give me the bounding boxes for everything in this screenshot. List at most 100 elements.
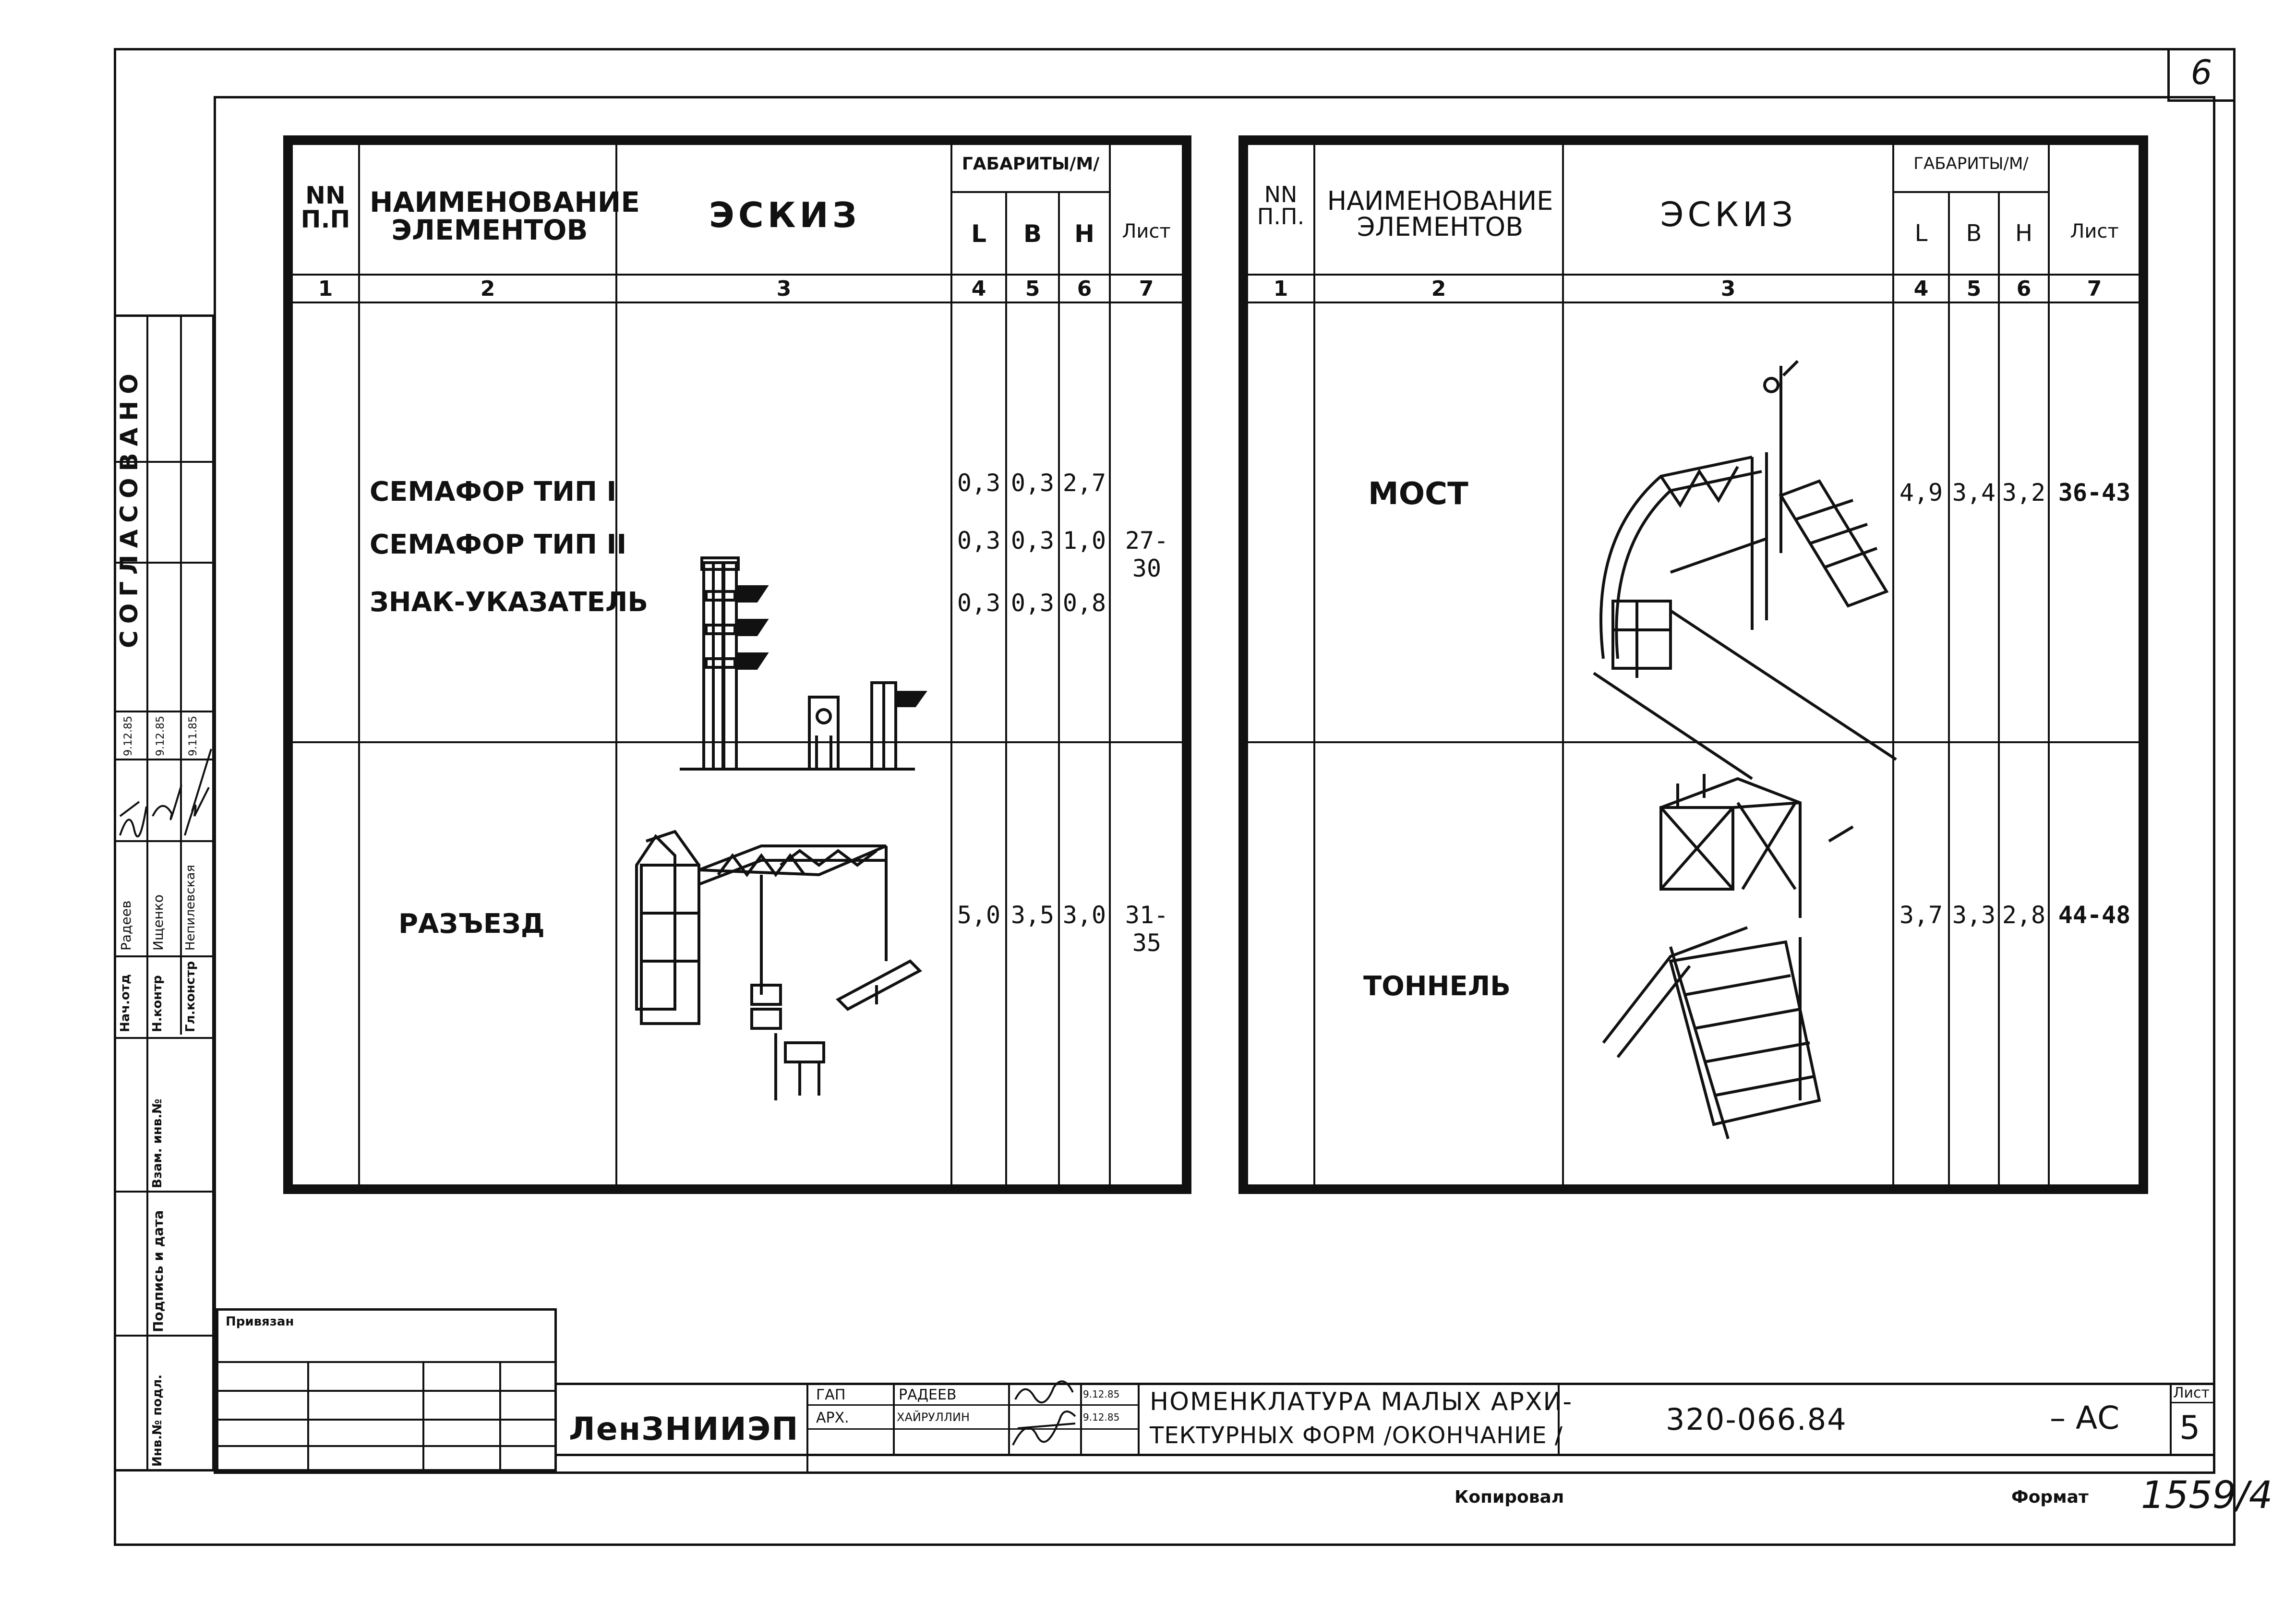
dims-underline: [950, 191, 1109, 193]
dim-h: 3,2: [2002, 479, 2046, 507]
col-number-5: 5: [1966, 277, 1982, 301]
header-name: НАИМЕНОВАНИЕ ЭЛЕМЕНТОВ: [370, 186, 640, 246]
col-number-4: 4: [971, 277, 986, 301]
element-name-semaphore-2: СЕМАФОР ТИП II: [370, 529, 627, 560]
stamp-field-replace: Взам. инв.№: [150, 1098, 165, 1188]
bound-label: Привязан: [226, 1315, 294, 1329]
left-stamp: [114, 314, 215, 1471]
col-divider: [358, 145, 360, 1184]
sketch-semaphores: [680, 556, 927, 771]
col-number-7: 7: [2087, 277, 2102, 301]
sketch-junction: [635, 830, 922, 1100]
left-stamp-hline: [114, 840, 215, 842]
left-stamp-hline: [114, 1335, 215, 1337]
role-gap: ГАП: [816, 1387, 846, 1403]
element-name-junction: РАЗЪЕЗД: [398, 908, 545, 940]
stamp-role-1: Нач.отд: [118, 974, 132, 1032]
element-name-sign: ЗНАК-УКАЗАТЕЛЬ: [370, 587, 649, 618]
tb-vline: [2170, 1383, 2172, 1455]
col-number-1: 1: [318, 277, 333, 301]
header-l: L: [1914, 220, 1928, 247]
name-arch: ХАЙРУЛЛИН: [897, 1411, 970, 1424]
stamp-name-2: Ищенко: [150, 894, 166, 951]
dim-h: 0,8: [1062, 589, 1106, 617]
col-divider: [1109, 145, 1111, 1184]
document-suffix: – АС: [2050, 1399, 2120, 1436]
tb-vline: [1138, 1383, 1140, 1455]
title-line-1: НОМЕНКЛАТУРА МАЛЫХ АРХИ-: [1150, 1387, 1573, 1416]
dim-b: 3,5: [1010, 901, 1055, 929]
document-code: 320-066.84: [1666, 1402, 1847, 1437]
date-gap: 9.12.85: [1083, 1388, 1120, 1400]
left-stamp-hline: [114, 1037, 215, 1039]
bound-hline: [216, 1361, 557, 1363]
stamp-date-2: 9.12.85: [155, 716, 167, 756]
tb-hline: [2170, 1402, 2215, 1403]
header-dims: ГАБАРИТЫ/М/: [962, 154, 1100, 174]
col-number-3: 3: [776, 277, 792, 301]
stamp-field-inventory: Инв.№ подл.: [150, 1374, 165, 1467]
stamp-role-3: Гл.констр: [183, 961, 198, 1032]
dim-l: 4,9: [1899, 479, 1943, 507]
dim-l: 0,3: [957, 469, 1001, 497]
dims-underline: [1892, 191, 2048, 193]
tb-hline: [806, 1404, 1138, 1406]
stamp-field-signature: Подпись и дата: [150, 1210, 166, 1332]
sheet-ref: 36-43: [2058, 479, 2131, 507]
col-divider: [1058, 191, 1060, 1184]
tb-vline: [806, 1383, 808, 1471]
sheet-label: Лист: [2173, 1385, 2210, 1401]
title-block-top-line: [557, 1383, 2215, 1385]
header-b: В: [1966, 220, 1982, 247]
number-row-line: [1248, 301, 2139, 303]
col-divider: [615, 145, 617, 1184]
dim-h: 2,7: [1062, 469, 1106, 497]
col-number-6: 6: [2016, 277, 2032, 301]
inner-drawing-frame: [214, 96, 2215, 1474]
element-name-semaphore-1: СЕМАФОР ТИП I: [370, 476, 617, 507]
element-name-bridge: МОСТ: [1368, 476, 1468, 512]
dim-h: 2,8: [2002, 901, 2046, 929]
agreed-label: СОГЛАСОВАНО: [115, 367, 143, 648]
date-arch: 9.12.85: [1083, 1411, 1120, 1423]
right-nomenclature-table: NN П.П. НАИМЕНОВАНИЕ ЭЛЕМЕНТОВ ЭСКИЗ ГАБ…: [1238, 135, 2148, 1194]
left-nomenclature-table: NN П.П НАИМЕНОВАНИЕ ЭЛЕМЕНТОВ ЭСКИЗ ГАБА…: [283, 135, 1191, 1194]
header-sheet: Лист: [1122, 220, 1171, 242]
col-divider: [1892, 145, 1894, 1184]
sheet-ref: 27-30: [1125, 527, 1169, 582]
left-stamp-divider: [146, 314, 148, 1471]
left-stamp-hline: [114, 759, 215, 760]
dim-l: 3,7: [1899, 901, 1943, 929]
col-divider: [1562, 145, 1564, 1184]
left-stamp-hline: [114, 562, 215, 564]
header-dims: ГАБАРИТЫ/М/: [1913, 154, 2029, 173]
tb-vline: [1080, 1383, 1082, 1455]
bound-hline: [216, 1419, 557, 1421]
stamp-date-1: 9.12.85: [122, 716, 134, 756]
stamp-name-1: Радеев: [118, 900, 134, 951]
tb-hline: [806, 1428, 1138, 1430]
name-gap: РАДЕЕВ: [899, 1387, 957, 1403]
bound-hline: [216, 1445, 557, 1447]
corner-number-box: [2167, 48, 2236, 102]
role-arch: АРХ.: [816, 1410, 849, 1426]
format-label: Формат: [2011, 1487, 2089, 1507]
tb-hline: [557, 1454, 2215, 1456]
col-number-5: 5: [1025, 277, 1040, 301]
org-name: ЛенЗНИИЭП: [569, 1411, 799, 1447]
col-divider: [1998, 191, 2000, 1184]
sheet-number: 5: [2179, 1409, 2200, 1447]
header-name: НАИМЕНОВАНИЕ ЭЛЕМЕНТОВ: [1327, 186, 1553, 242]
left-stamp-hline: [114, 955, 215, 957]
col-number-6: 6: [1077, 277, 1092, 301]
col-number-3: 3: [1720, 277, 1736, 301]
document-number: 1559/4: [2141, 1474, 2273, 1517]
left-stamp-divider: [180, 314, 182, 1035]
bound-vline: [422, 1361, 424, 1471]
col-number-4: 4: [1913, 277, 1929, 301]
header-h: Н: [1074, 220, 1094, 248]
stamp-role-2: Н.контр: [150, 975, 165, 1032]
bound-hline: [216, 1390, 557, 1392]
tb-vline: [1008, 1383, 1010, 1455]
header-sketch: ЭСКИЗ: [709, 195, 861, 235]
